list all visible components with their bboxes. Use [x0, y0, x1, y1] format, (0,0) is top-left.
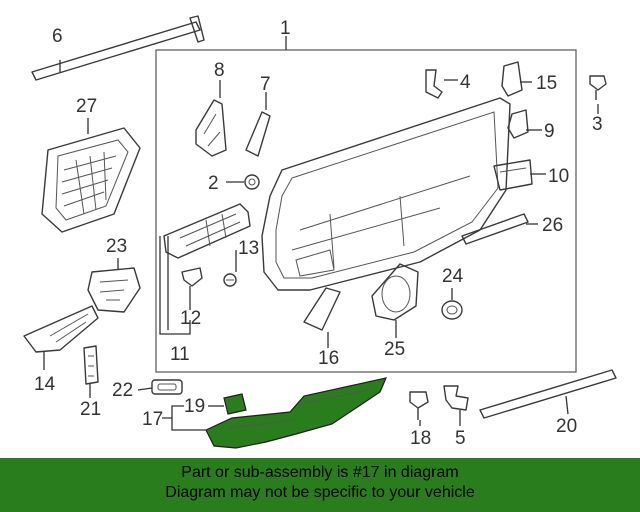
- info-banner: Part or sub-assembly is #17 in diagram D…: [0, 458, 640, 512]
- callout-18: 18: [410, 428, 431, 449]
- part-15-clip: [501, 61, 523, 97]
- part-27-speaker-panel: [41, 127, 141, 233]
- door-panel-frame: [155, 49, 577, 373]
- banner-line-1: Part or sub-assembly is #17 in diagram: [181, 464, 459, 481]
- callout-8: 8: [214, 60, 225, 81]
- part-25-speaker-cover: [371, 263, 419, 321]
- parts-diagram: 1 2 3 4 5 6 7 8 9 10 11 12 13 14 15 16 1…: [23, 15, 617, 449]
- callout-21: 21: [80, 399, 101, 420]
- callout-27: 27: [76, 96, 97, 117]
- callout-11: 11: [170, 344, 190, 365]
- part-14-handle-trim: [23, 305, 99, 353]
- part-12-clip: [181, 267, 203, 287]
- part-13-screw: [223, 273, 237, 287]
- part-17-highlighted-trim: [205, 377, 388, 449]
- callout-6: 6: [52, 26, 63, 47]
- part-3-screw: [589, 75, 607, 100]
- callout-22: 22: [112, 380, 133, 401]
- callout-14: 14: [34, 374, 56, 395]
- part-9-bracket: [507, 109, 529, 139]
- part-23-switch: [87, 267, 141, 313]
- callout-2: 2: [208, 173, 219, 194]
- callout-4: 4: [460, 72, 471, 93]
- part-19-shape: [223, 393, 247, 415]
- callout-25: 25: [384, 339, 405, 360]
- part-18-screw: [409, 391, 429, 420]
- part-24-grommet: [441, 300, 463, 320]
- part-19-highlighted-clip: [223, 393, 247, 415]
- part-20-lower-strip: [479, 369, 617, 419]
- callout-9: 9: [544, 121, 555, 142]
- part-8-bracket: [195, 99, 227, 157]
- part-4-bracket: [425, 69, 443, 99]
- part-5-bracket: [443, 385, 469, 411]
- callout-20: 20: [556, 416, 577, 437]
- callout-19: 19: [184, 396, 205, 417]
- callout-24: 24: [442, 266, 464, 287]
- part-6-trim-strip: [31, 15, 205, 81]
- callout-7: 7: [260, 74, 271, 95]
- part-2-clip: [244, 174, 260, 190]
- callout-12: 12: [180, 308, 201, 329]
- part-switch-panel: [163, 203, 251, 259]
- callout-13: 13: [238, 238, 259, 259]
- leader-lines: [43, 36, 599, 431]
- part-16-pocket: [303, 287, 341, 331]
- banner-line-2: Diagram may not be specific to your vehi…: [165, 484, 475, 501]
- callout-17: 17: [142, 409, 163, 430]
- part-10-handle: [493, 159, 533, 191]
- part-1-door-panel: [261, 97, 511, 291]
- part-26-strip: [461, 213, 529, 245]
- part-22-cover: [151, 379, 183, 395]
- part-21-bracket: [83, 345, 99, 385]
- callout-1: 1: [280, 18, 291, 39]
- callout-16: 16: [318, 348, 339, 369]
- callout-3: 3: [592, 114, 603, 135]
- part-7-trim: [245, 111, 271, 157]
- callout-23: 23: [106, 236, 127, 257]
- callout-5: 5: [455, 428, 466, 449]
- callout-26: 26: [542, 215, 563, 236]
- callout-10: 10: [548, 166, 569, 187]
- callout-15: 15: [536, 73, 557, 94]
